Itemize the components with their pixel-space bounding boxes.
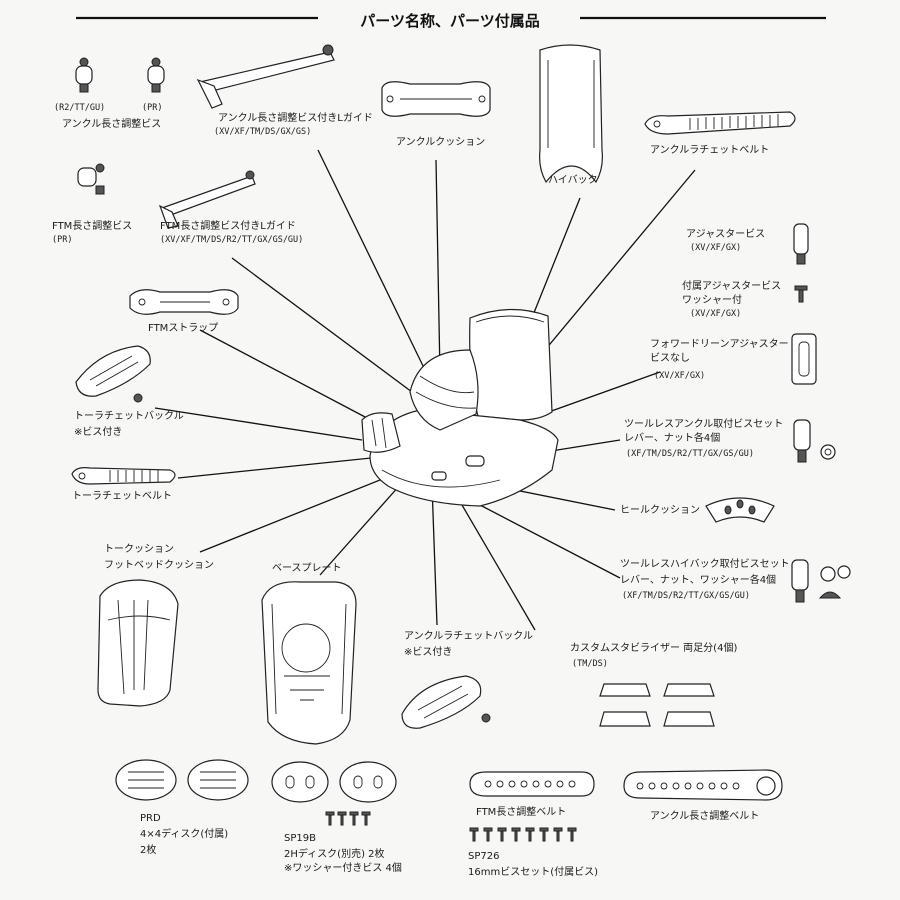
toe-belt-illustration	[71, 467, 176, 485]
forward-lean-label-1: フォワードリーンアジャスター	[650, 339, 789, 350]
baseplate-label: ベースプレート	[272, 563, 342, 574]
ankle-ratchet-belt-label: アンクルラチェットベルト	[650, 145, 770, 156]
prd-disc-illustration	[115, 759, 249, 801]
adjuster-washer-label-2: ワッシャー付	[682, 295, 742, 306]
toolless-ankle-illustration	[793, 419, 836, 463]
sp726-desc-label: 16mmビスセット(付属ビス)	[468, 867, 599, 878]
toolless-ankle-label-2: レバー、ナット各4個	[624, 433, 721, 444]
ankle-belt-illustration	[623, 769, 783, 801]
ankle-belt-label: アンクル長さ調整ベルト	[650, 811, 760, 822]
toe-buckle-label-2: ※ビス付き	[74, 427, 123, 438]
heel-cushion-illustration	[705, 497, 775, 523]
forward-lean-illustration	[791, 333, 817, 385]
highback-label: ハイバック	[548, 175, 598, 186]
adjuster-washer-screw-illustration	[794, 285, 808, 303]
sp19b-disc-label: 2Hディスク(別売) 2枚	[284, 849, 385, 860]
adjuster-screw-models: (XV/XF/GX)	[690, 243, 742, 253]
prd-qty-label: 2枚	[140, 845, 157, 856]
ankle-cushion-label: アンクルクッション	[396, 137, 486, 148]
prd-label: PRD	[140, 813, 161, 824]
ankle-screw-illustration	[75, 57, 165, 93]
highback-illustration	[539, 44, 603, 184]
adjuster-screw-label: アジャスタービス	[686, 229, 766, 240]
ankle-guide-models: (XV/XF/TM/DS/GX/GS)	[214, 127, 312, 137]
ftm-guide-models: (XV/XF/TM/DS/R2/TT/GX/GS/GU)	[160, 235, 304, 245]
page-title: パーツ名称、パーツ付属品	[0, 10, 900, 31]
ankle-buckle-label-1: アンクルラチェットバックル	[404, 631, 533, 642]
adjuster-screw-illustration	[793, 223, 809, 265]
toolless-ankle-models: (XF/TM/DS/R2/TT/GX/GS/GU)	[626, 449, 754, 459]
prd-disc-label: 4×4ディスク(付属)	[140, 829, 229, 840]
ftm-belt-illustration	[469, 771, 595, 797]
toe-cushion-label-1: トークッション	[104, 544, 174, 555]
ftm-screw-illustration	[77, 163, 105, 195]
sp726-label: SP726	[468, 851, 500, 862]
toolless-hb-label-2: レバー、ナット、ワッシャー各4個	[620, 575, 777, 586]
adjuster-washer-label-1: 付属アジャスタービス	[682, 281, 782, 292]
ftm-guide-label: FTM長さ調整ビス付きLガイド	[160, 221, 296, 232]
ankle-guide-label: アンクル長さ調整ビス付きLガイド	[218, 113, 373, 124]
toe-buckle-label-1: トーラチェットバックル	[74, 411, 184, 422]
ankle-cushion-illustration	[381, 81, 491, 117]
ftm-screw-models: (PR)	[52, 235, 73, 245]
toolless-hb-illustration	[791, 559, 851, 603]
ankle-screw-label: アンクル長さ調整ビス	[62, 119, 162, 130]
ftm-screw-label: FTM長さ調整ビス	[52, 221, 133, 232]
ankle-buckle-label-2: ※ビス付き	[404, 647, 453, 658]
ftm-belt-label: FTM長さ調整ベルト	[476, 807, 567, 818]
stabilizer-label: カスタムスタビライザー 両足分(4個)	[570, 643, 738, 654]
ftm-strap-illustration	[129, 289, 239, 315]
binding-assembly-illustration	[361, 308, 559, 507]
baseplate-illustration	[261, 581, 357, 745]
sp726-screws-illustration	[469, 827, 577, 842]
toolless-ankle-label-1: ツールレスアンクル取付ビスセット	[624, 419, 784, 430]
sp19b-disc-illustration	[271, 761, 397, 826]
ftm-guide-illustration	[158, 170, 256, 229]
toolless-hb-label-1: ツールレスハイバック取付ビスセット	[620, 559, 790, 570]
toe-cushion-label-2: フットベッドクッション	[104, 560, 214, 571]
toe-belt-label: トーラチェットベルト	[72, 491, 172, 502]
stabilizer-illustration	[599, 683, 715, 727]
toe-cushion-illustration	[97, 579, 179, 707]
sp19b-washer-label: ※ワッシャー付きビス 4個	[284, 863, 402, 874]
heel-cushion-label: ヒールクッション	[620, 505, 700, 516]
ankle-guide-illustration	[196, 44, 335, 109]
ankle-ratchet-belt-illustration	[644, 111, 796, 135]
stabilizer-models: (TM/DS)	[572, 659, 608, 669]
toolless-hb-models: (XF/TM/DS/R2/TT/GX/GS/GU)	[622, 591, 750, 601]
ankle-screw-models-pr: (PR)	[142, 103, 163, 113]
ankle-buckle-illustration	[401, 675, 491, 729]
toe-buckle-illustration	[75, 345, 151, 403]
forward-lean-label-2: ビスなし	[650, 353, 690, 364]
sp19b-label: SP19B	[284, 833, 316, 844]
adjuster-washer-models: (XV/XF/GX)	[690, 309, 742, 319]
ankle-screw-models-r2: (R2/TT/GU)	[54, 103, 106, 113]
ftm-strap-label: FTMストラップ	[148, 323, 219, 334]
forward-lean-models: (XV/XF/GX)	[654, 371, 706, 381]
